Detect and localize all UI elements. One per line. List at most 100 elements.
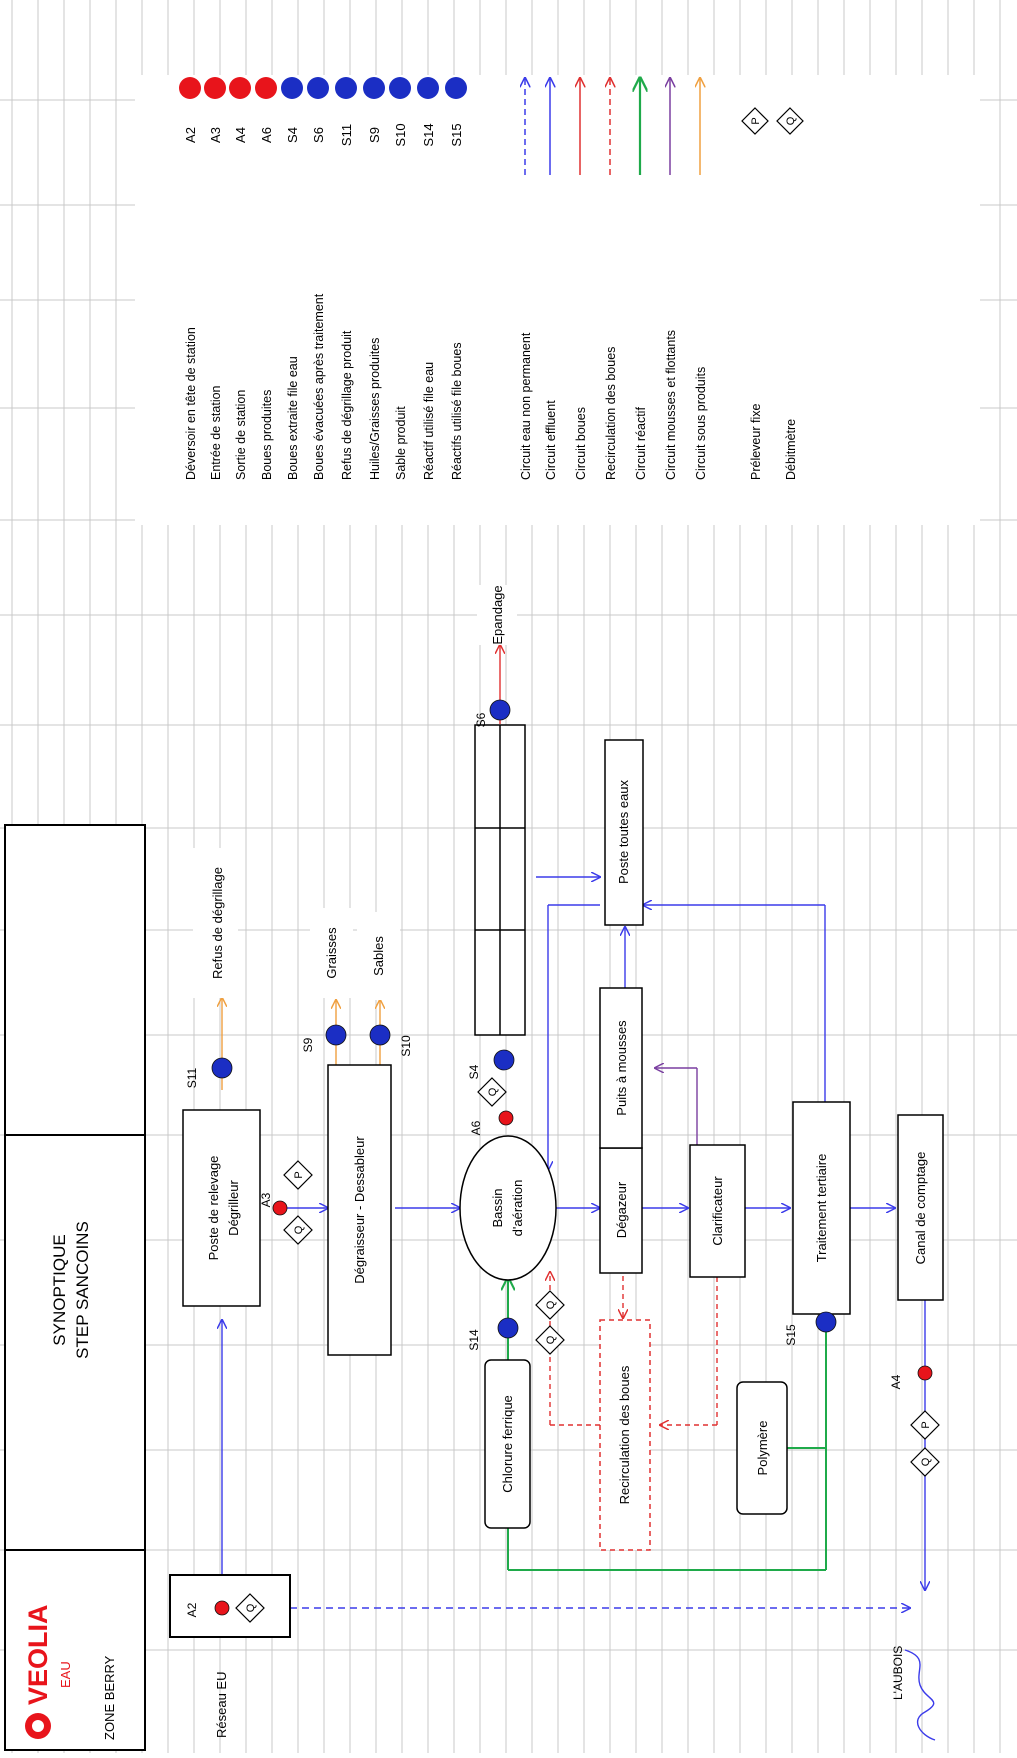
- box-graisses: [310, 908, 353, 998]
- title-block: SYNOPTIQUE STEP SANCOINS VEOLIA EAU ZONE…: [4, 824, 146, 1751]
- instrument-symbol: P: [293, 1171, 305, 1178]
- point-label: S14: [467, 1329, 481, 1351]
- box-sables: [357, 912, 400, 1000]
- instrument-symbol: Q: [487, 1087, 499, 1096]
- legend-point-s6-icon: [307, 77, 329, 99]
- label-poste-toutes-eaux: Poste toutes eaux: [616, 779, 631, 884]
- point-s6-icon: [489, 699, 511, 721]
- point-s9-icon: [325, 1024, 347, 1046]
- box-refus: [193, 848, 238, 998]
- veolia-logo: VEOLIA EAU: [23, 1604, 73, 1739]
- label-aubois: L'AUBOIS: [891, 1646, 905, 1700]
- legend-circuit-label: Recirculation des boues: [604, 347, 618, 480]
- label-refus: Refus de dégrillage: [210, 867, 225, 979]
- label-traitement: Traitement tertiaire: [814, 1154, 829, 1263]
- river-icon: [904, 1649, 936, 1741]
- box-traitement: [792, 1101, 851, 1315]
- instrument-symbol: Q: [920, 1457, 932, 1466]
- bassin-aeration: [459, 1135, 557, 1281]
- label-poste-relevage-2: Dégrilleur: [226, 1180, 241, 1236]
- legend-instrument-label: Débitmètre: [784, 419, 798, 480]
- legend-point-label: Sortie de station: [234, 390, 248, 480]
- legend-circuit-label: Circuit sous produits: [694, 367, 708, 480]
- box-chlorure: [484, 1359, 531, 1529]
- legend-point-s10-icon: [389, 77, 411, 99]
- legend-point-label: Huiles/Graisses produites: [368, 338, 382, 480]
- flowmeter-diamond-icon: [283, 1215, 313, 1245]
- box-epandage: [477, 585, 517, 645]
- box-poste-relevage: [182, 1109, 261, 1307]
- legend-point-a4-icon: [229, 77, 251, 99]
- sampler-diamond-icon: [283, 1160, 313, 1190]
- flowmeter-diamond-icon: [910, 1447, 940, 1477]
- box-clarificateur: [689, 1144, 746, 1278]
- legend-point-code: S14: [421, 123, 436, 146]
- legend-point-label: Boues évacuées après traitement: [312, 293, 326, 480]
- legend-point-code: S6: [311, 127, 326, 143]
- legend-point-code: S15: [449, 123, 464, 146]
- legend-point-code: A6: [259, 127, 274, 143]
- label-chlorure: Chlorure ferrique: [500, 1395, 515, 1493]
- process-boxes: [169, 585, 944, 1638]
- point-s4-icon: [493, 1049, 515, 1071]
- legend-instrument-symbol: Q: [785, 116, 797, 125]
- label-puits: Puits à mousses: [614, 1020, 629, 1116]
- legend-instrument-label: Préleveur fixe: [749, 404, 763, 480]
- point-s15-icon: [815, 1311, 837, 1333]
- legend-circuit-label: Circuit boues: [574, 407, 588, 480]
- legend-circuit-label: Circuit eau non permanent: [519, 332, 533, 480]
- legend-point-code: A2: [183, 127, 198, 143]
- label-graisses: Graisses: [324, 927, 339, 979]
- box-puits: [599, 987, 643, 1149]
- node-labels: Réseau EU Poste de relevage Dégrilleur R…: [206, 585, 928, 1738]
- point-label: S4: [467, 1064, 481, 1079]
- legend-point-label: Sable produit: [394, 406, 408, 480]
- point-label: S15: [784, 1324, 798, 1346]
- point-a3-icon: [272, 1200, 288, 1216]
- box-degazeur: [599, 1147, 643, 1274]
- legend-point-s9-icon: [363, 77, 385, 99]
- point-label: A6: [469, 1120, 483, 1135]
- point-a6-icon: [498, 1110, 514, 1126]
- legend-point-label: Entrée de station: [209, 385, 223, 480]
- instrument-symbol: Q: [245, 1603, 257, 1612]
- brand-name: VEOLIA: [23, 1604, 53, 1705]
- point-label: S10: [399, 1035, 413, 1057]
- flowmeter-diamond-icon: [477, 1077, 507, 1107]
- legend-point-a6-icon: [255, 77, 277, 99]
- legend-point-code: S9: [367, 127, 382, 143]
- brand-sub: EAU: [58, 1661, 73, 1688]
- box-poste-toutes-eaux: [604, 739, 644, 926]
- legend-instrument-p-icon: [741, 107, 769, 135]
- point-label: S6: [474, 712, 488, 727]
- legend-point-code: A3: [208, 127, 223, 143]
- legend-point-code: S10: [393, 123, 408, 146]
- legend-point-code: S4: [285, 127, 300, 143]
- legend-point-label: Boues extraite file eau: [286, 356, 300, 480]
- flowmeter-diamond-icon: [535, 1290, 565, 1320]
- legend-point-code: A4: [233, 127, 248, 143]
- label-sables: Sables: [371, 936, 386, 976]
- flowmeter-diamond-icon: [535, 1325, 565, 1355]
- legend-point-s14-icon: [417, 77, 439, 99]
- label-polymere: Polymère: [755, 1421, 770, 1476]
- legend-point-code: S11: [339, 124, 354, 146]
- flowmeter-diamond-icon: [235, 1593, 265, 1623]
- legend-instrument-q-icon: [776, 107, 804, 135]
- box-canal: [897, 1114, 944, 1301]
- point-label: S9: [301, 1037, 315, 1052]
- legend-panel: [135, 75, 980, 525]
- label-bassin-1: Bassin: [490, 1188, 505, 1227]
- point-label: S11: [185, 1067, 199, 1088]
- point-label: A3: [259, 1192, 273, 1207]
- point-label: A2: [185, 1602, 199, 1617]
- legend-point-s4-icon: [281, 77, 303, 99]
- legend-circuit-label: Circuit effluent: [544, 400, 558, 480]
- instrument-symbol: Q: [545, 1300, 557, 1309]
- point-a2-icon: [214, 1600, 230, 1616]
- station-title: STEP SANCOINS: [73, 1221, 92, 1359]
- legend-point-s15-icon: [445, 77, 467, 99]
